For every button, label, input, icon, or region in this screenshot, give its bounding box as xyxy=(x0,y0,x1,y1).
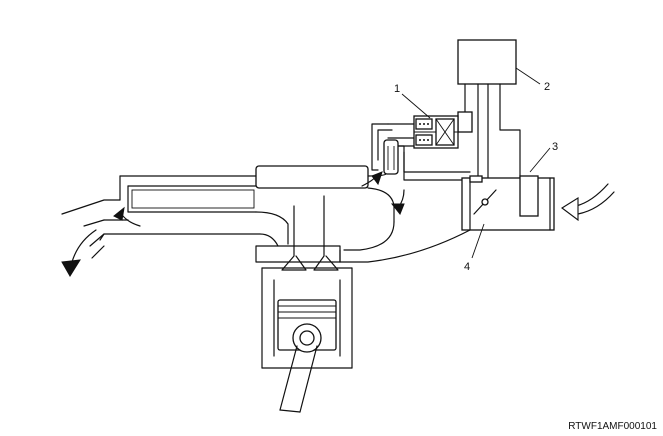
egr-cooler-passage xyxy=(119,165,395,223)
callout-2: 2 xyxy=(544,81,550,93)
egr-valve xyxy=(383,139,399,175)
callout-3: 3 xyxy=(552,141,558,153)
callout-4: 4 xyxy=(464,261,470,273)
egr-solenoid-valve xyxy=(387,115,459,149)
exhaust-manifold xyxy=(61,199,289,259)
vacuum-lines xyxy=(371,123,471,181)
ecm-box xyxy=(457,39,517,85)
figure-code: RTWF1AMF000101 xyxy=(568,421,657,432)
intake-manifold xyxy=(339,221,471,263)
ecm-wiring xyxy=(464,83,521,179)
piston xyxy=(277,299,337,413)
solenoid-connector xyxy=(457,111,473,133)
cylinder-head xyxy=(255,195,353,369)
callout-1: 1 xyxy=(394,83,400,95)
throttle-body xyxy=(461,175,555,231)
callout-leaders xyxy=(401,67,551,259)
flow-arrows xyxy=(61,171,615,277)
